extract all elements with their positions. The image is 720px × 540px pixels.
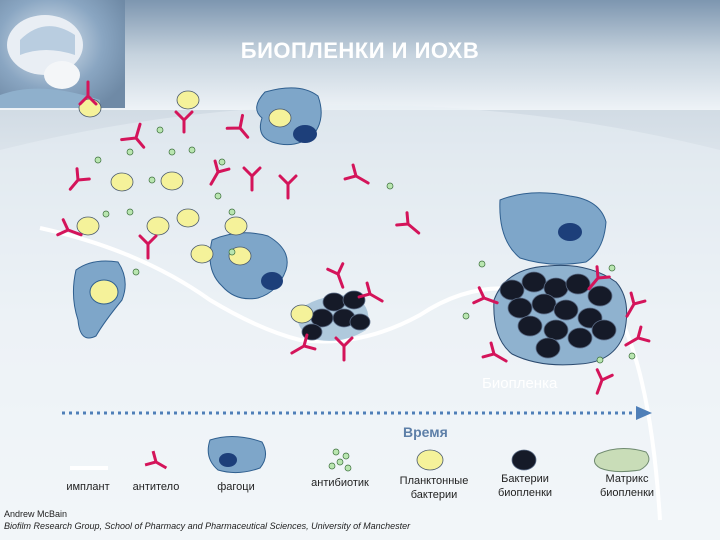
legend-phagocyte-icon bbox=[207, 436, 266, 474]
credit-affiliation: Biofilm Research Group, School of Pharma… bbox=[4, 521, 411, 531]
legend-antibody-label: антитело bbox=[132, 481, 180, 493]
implant-surface bbox=[39, 226, 521, 344]
slide-title: БИОПЛЕНКИ И ИОХВ bbox=[240, 38, 480, 63]
legend-planktonic-icon bbox=[416, 449, 444, 471]
legend-antibiotic-icon bbox=[328, 448, 352, 472]
time-arrow-head bbox=[636, 406, 652, 420]
phagocyte bbox=[72, 260, 126, 339]
legend-antibiotic-label: антибиотик bbox=[311, 477, 369, 489]
credit: Andrew McBain Biofilm Research Group, Sc… bbox=[4, 508, 410, 532]
time-label: Время bbox=[403, 424, 448, 440]
legend-matrix-label: Матрикс биопленки bbox=[599, 473, 655, 499]
phagocyte bbox=[499, 192, 607, 265]
antibiotic-molecules bbox=[94, 126, 636, 364]
legend-phagocyte-label: фагоци bbox=[217, 481, 255, 493]
phagocyte bbox=[209, 232, 288, 300]
legend-implant-label: имплант bbox=[66, 481, 110, 493]
biofilm-label: Биопленка bbox=[482, 375, 558, 392]
legend-biofilm-bacteria-label: Бактерии биопленки bbox=[497, 473, 553, 499]
legend-planktonic-label: Планктонные бактерии bbox=[399, 475, 469, 501]
legend-antibody-icon bbox=[144, 450, 168, 470]
legend-matrix-icon bbox=[594, 448, 650, 473]
credit-author: Andrew McBain bbox=[4, 509, 68, 519]
surgeon-photo bbox=[0, 0, 125, 108]
antibodies bbox=[56, 80, 651, 395]
legend-biofilm-bacteria-icon bbox=[511, 449, 537, 471]
